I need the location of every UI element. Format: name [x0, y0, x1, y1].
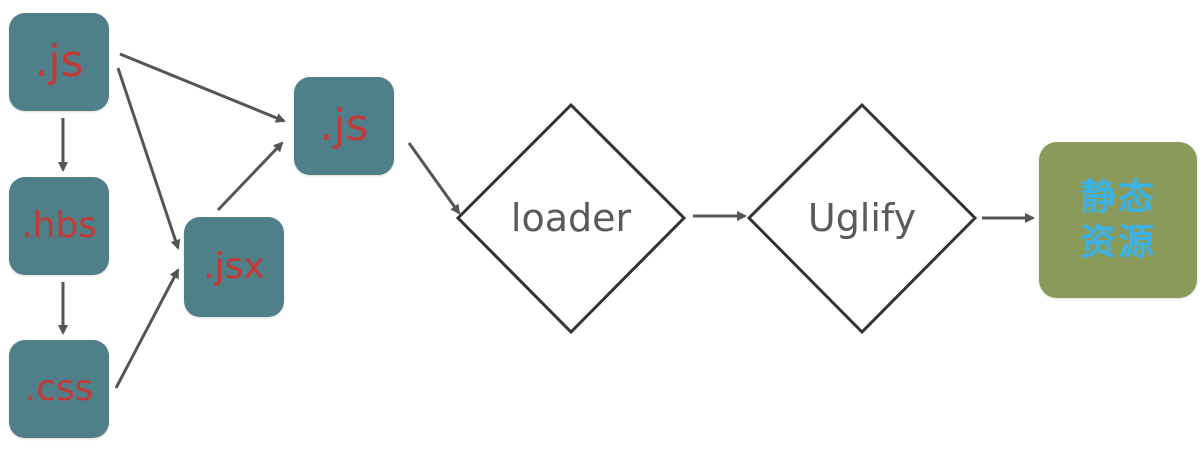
node-jsx-label: .jsx — [203, 246, 265, 287]
arrow-js-mid-to-loader — [407, 142, 461, 215]
node-css: .css — [9, 340, 109, 438]
node-css-label: .css — [24, 368, 94, 409]
uglify-label: Uglify — [807, 196, 917, 240]
node-hbs: .hbs — [9, 177, 109, 275]
node-js-merged: .js — [294, 77, 394, 175]
node-js-source: .js — [9, 13, 109, 111]
node-hbs-label: .hbs — [21, 205, 97, 246]
node-js-source-label: .js — [34, 36, 84, 87]
arrow-js-to-js-mid — [119, 52, 286, 123]
loader-label: loader — [510, 196, 632, 240]
node-jsx: .jsx — [184, 217, 284, 317]
static-assets-label-line1: 静态 — [1079, 177, 1156, 218]
uglify-diamond — [746, 102, 978, 335]
node-js-merged-label: .js — [319, 100, 369, 151]
node-static-assets: 静态 资源 — [1039, 142, 1197, 298]
arrow-jsx-to-js-mid — [216, 141, 284, 212]
arrow-css-to-jsx — [114, 268, 180, 389]
loader-diamond — [455, 102, 687, 335]
static-assets-label-line2: 资源 — [1079, 222, 1156, 263]
arrow-js-to-jsx — [116, 67, 181, 250]
